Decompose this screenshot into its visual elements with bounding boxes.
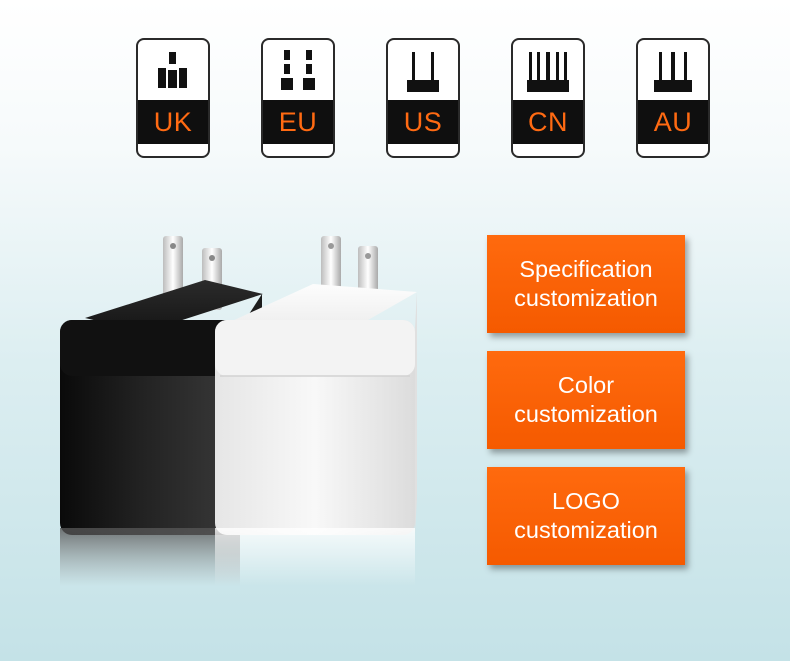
feature-line1: Specification — [519, 256, 653, 282]
plug-label-eu: EU — [278, 106, 318, 137]
feature-line2: customization — [514, 285, 658, 311]
plug-card-us: US — [386, 38, 460, 158]
us-plug-icon — [407, 52, 439, 92]
feature-line1: Color — [557, 372, 615, 398]
au-plug-icon — [654, 52, 692, 92]
plug-card-cn: CN — [511, 38, 585, 158]
white-charger — [215, 284, 417, 586]
plug-label-band: EU — [263, 100, 333, 144]
plug-label-cn: CN — [528, 106, 568, 137]
plug-label-band: US — [388, 100, 458, 144]
plug-card-uk: UK — [136, 38, 210, 158]
feature-line2: customization — [514, 401, 658, 427]
plug-label-us: US — [403, 106, 443, 137]
plug-label-au: AU — [653, 106, 693, 137]
plug-label-uk: UK — [153, 106, 193, 137]
feature-line1: LOGO — [552, 488, 620, 514]
plug-card-eu: EU — [261, 38, 335, 158]
uk-plug-icon — [158, 52, 187, 88]
feature-specification-customization[interactable]: Specification customization — [487, 235, 685, 333]
cn-plug-icon — [527, 52, 569, 92]
plug-label-band: AU — [638, 100, 708, 144]
feature-line2: customization — [514, 517, 658, 543]
product-image — [55, 228, 435, 588]
eu-plug-icon — [281, 50, 315, 90]
plug-label-band: CN — [513, 100, 583, 144]
plug-card-au: AU — [636, 38, 710, 158]
plug-label-band: UK — [138, 100, 208, 144]
plug-type-row: UK EU US — [0, 0, 790, 170]
feature-color-customization[interactable]: Color customization — [487, 351, 685, 449]
feature-logo-customization[interactable]: LOGO customization — [487, 467, 685, 565]
